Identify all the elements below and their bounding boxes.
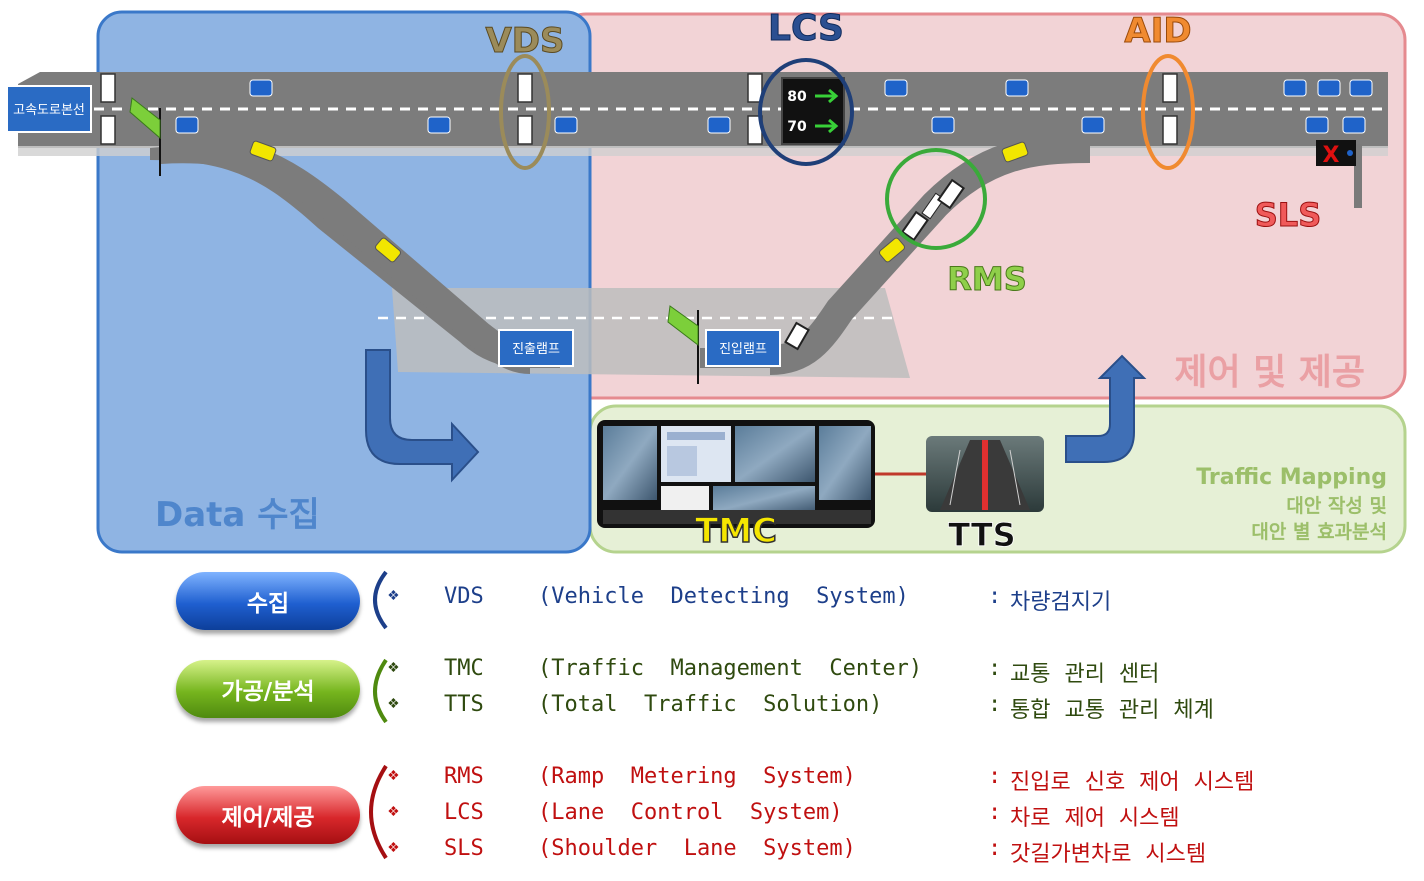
legend-ko: 차량검지기 <box>1010 590 1112 615</box>
control-zone-label: 제어 및 제공 <box>1174 352 1365 393</box>
lcs-speed-top: 80 <box>787 89 807 105</box>
lcs-label: LCS <box>768 8 844 49</box>
collect-zone-label: Data 수집 <box>155 495 320 535</box>
legend-ko: 진입로 신호 제어 시스템 <box>1010 770 1255 795</box>
process-line3: 대안 별 효과분석 <box>1251 521 1387 543</box>
vds-gantry-1 <box>100 73 116 145</box>
flag-entry <box>667 305 699 384</box>
sls-label: SLS <box>1255 196 1321 234</box>
legend-full: (Total Traffic Solution) <box>538 692 883 717</box>
tts-label: TTS <box>948 516 1015 554</box>
process-title: Traffic Mapping <box>1196 465 1387 490</box>
aid-gantry <box>1162 73 1178 145</box>
sls-x-mark: X <box>1323 143 1340 168</box>
exit-ramp <box>150 146 560 368</box>
legend-colon: : <box>988 656 1002 681</box>
aid-ring <box>1141 54 1195 170</box>
legend-abbr: TMC <box>444 656 484 681</box>
legend-full: (Vehicle Detecting System) <box>538 584 909 609</box>
tts-screen <box>926 436 1044 512</box>
legend-ko: 교통 관리 센터 <box>1010 662 1160 687</box>
sls-sign: X <box>1316 140 1362 208</box>
legend-full: (Ramp Metering System) <box>538 764 856 789</box>
mainline-sign-text: 고속도로본선 <box>13 103 85 118</box>
legend-abbr: TTS <box>444 692 484 717</box>
flag-mainline <box>129 97 161 176</box>
bullet-icon: ❖ <box>388 836 399 857</box>
collect-flow-arrow <box>365 349 480 483</box>
legend-row-sls: ❖ SLS (Shoulder Lane System) : 갓길가변차로 시스… <box>388 836 1388 868</box>
bullet-icon: ❖ <box>388 692 399 713</box>
legend-abbr: LCS <box>444 800 484 825</box>
legend-row-tmc: ❖ TMC (Traffic Management Center) : 교통 관… <box>388 656 1388 688</box>
legend-row-tts: ❖ TTS (Total Traffic Solution) : 통합 교통 관… <box>388 692 1388 724</box>
lcs-gantry <box>747 73 763 145</box>
legend-colon: : <box>988 692 1002 717</box>
legend-full: (Lane Control System) <box>538 800 843 825</box>
exit-ramp-sign: 진출램프 <box>498 329 574 367</box>
vds-gantry-2 <box>517 73 533 145</box>
control-flow-arrow <box>1065 354 1147 463</box>
its-diagram: 고속도로본선 진출램프 진입램프 80 70 X VDS LCS AID RMS… <box>6 8 1407 554</box>
entry-ramp-sign: 진입램프 <box>705 329 781 367</box>
legend-ko: 차로 제어 시스템 <box>1010 806 1180 831</box>
rms-ring <box>885 148 987 250</box>
legend-abbr: VDS <box>444 584 484 609</box>
lcs-ring <box>758 58 854 166</box>
exit-ramp-sign-text: 진출램프 <box>512 342 560 357</box>
legend-abbr: RMS <box>444 764 484 789</box>
rms-signal <box>900 178 966 242</box>
vds-label: VDS <box>485 21 564 61</box>
tmc-label: TMC <box>695 511 777 551</box>
process-line2: 대안 작성 및 <box>1286 495 1387 517</box>
tmc-screen <box>597 420 875 528</box>
legend-colon: : <box>988 836 1002 861</box>
legend-row-rms: ❖ RMS (Ramp Metering System) : 진입로 신호 제어… <box>388 764 1388 796</box>
bullet-icon: ❖ <box>388 584 399 605</box>
legend-colon: : <box>988 800 1002 825</box>
legend-pill-control: 제어/제공 <box>176 786 360 844</box>
ramp-vehicles <box>249 140 1029 263</box>
legend-colon: : <box>988 764 1002 789</box>
aid-label: AID <box>1124 11 1191 51</box>
mainline-vehicles <box>175 79 1373 134</box>
vds-ring <box>499 54 551 170</box>
lcs-board: 80 70 <box>781 77 845 145</box>
entry-ramp-sign-text: 진입램프 <box>719 342 767 357</box>
legend-ko: 갓길가변차로 시스템 <box>1010 842 1207 867</box>
bullet-icon: ❖ <box>388 764 399 785</box>
legend-pill-process: 가공/분석 <box>176 660 360 718</box>
legend-full: (Shoulder Lane System) <box>538 836 856 861</box>
legend-pill-collect: 수집 <box>176 572 360 630</box>
bullet-icon: ❖ <box>388 800 399 821</box>
legend-full: (Traffic Management Center) <box>538 656 923 681</box>
legend-colon: : <box>988 584 1002 609</box>
legend-ko: 통합 교통 관리 체계 <box>1010 698 1214 723</box>
arrow-right-icon <box>815 88 839 134</box>
legend-abbr: SLS <box>444 836 484 861</box>
lcs-speed-bottom: 70 <box>787 119 807 135</box>
mainline-sign: 고속도로본선 <box>6 85 92 133</box>
legend-braces <box>369 570 388 860</box>
legend-row-vds: ❖ VDS (Vehicle Detecting System) : 차량검지기 <box>388 584 1388 616</box>
mainline-road <box>18 72 1388 148</box>
legend-row-lcs: ❖ LCS (Lane Control System) : 차로 제어 시스템 <box>388 800 1388 832</box>
rms-label: RMS <box>947 260 1027 298</box>
bullet-icon: ❖ <box>388 656 399 677</box>
